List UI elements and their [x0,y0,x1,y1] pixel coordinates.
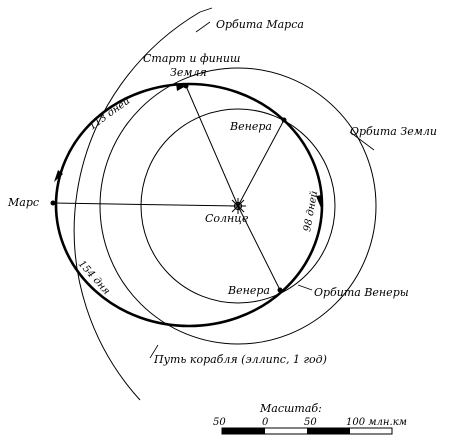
leg-venus-earth-label: 98 дней [302,190,320,232]
scale-title: Масштаб: [259,402,322,415]
venus-orbit-label-leader [297,284,313,291]
ship-path-ellipse [54,82,324,328]
mars-orbit-label: Орбита Марса [216,18,304,31]
scale-bar-segment [222,428,265,434]
scale-bar: Масштаб: 50 0 50 100 млн.км [213,402,407,435]
earth-orbit-label: Орбита Земли [350,125,437,138]
venus-lower-point [277,287,283,293]
ship-path-label: Путь корабля (эллипс, 1 год) [153,353,327,366]
sun-mars-line [52,202,239,207]
venus-upper-label: Венера [229,120,272,133]
sun-label: Солнце [205,212,249,225]
mars-orbit-arc [73,11,201,401]
scale-tick-label: 0 [262,417,269,428]
arrow-icon [316,195,322,208]
mars-point [50,200,56,206]
scale-tick-label: 50 [304,417,317,428]
sun-venus-lower-line [237,205,281,291]
arrow-icon [176,83,186,91]
mars-label: Марс [7,196,39,209]
start-finish-label: Старт и финиш [143,52,240,65]
earth-orbit-label-leader [349,131,375,151]
earth-label: Земля [170,66,207,79]
mars-orbit-leader [199,7,213,13]
sun-earth-line [185,85,239,207]
scale-bar-segment [307,428,350,434]
venus-upper-point [281,117,287,123]
mars-orbit-label-leader [195,21,211,33]
earth-orbit [99,67,377,345]
sun-venus-upper-line [237,119,285,207]
venus-lower-label: Венера [227,284,270,297]
venus-orbit [140,108,336,304]
ship-path-label-leader [149,344,159,359]
scale-tick-label: 50 [213,417,226,428]
sun-icon [230,198,246,214]
arrow-icon [54,170,63,182]
venus-orbit-label: Орбита Венеры [314,286,409,299]
scale-tick-label: 100 млн.км [346,417,407,428]
